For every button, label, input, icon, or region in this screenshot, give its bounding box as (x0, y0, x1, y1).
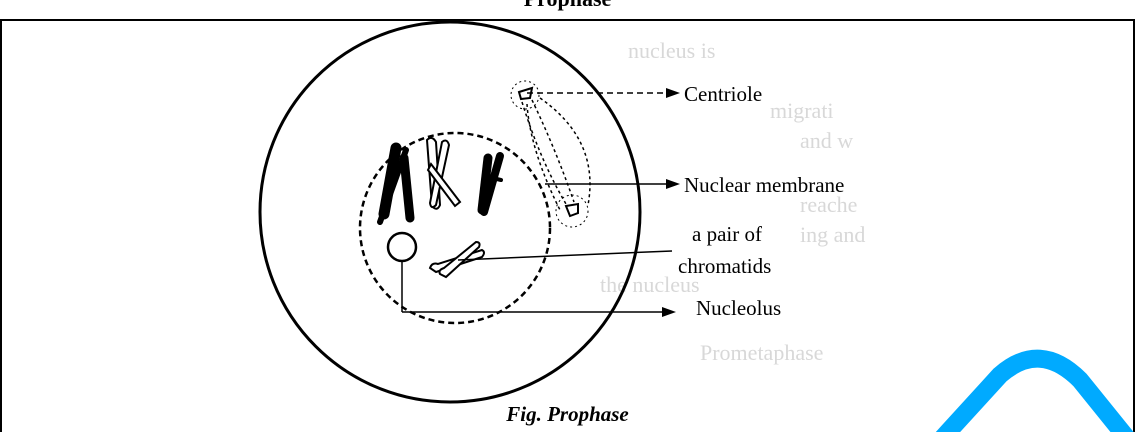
label-chromatids-line1: a pair of (692, 222, 762, 246)
label-chromatids-line2: chromatids (678, 254, 771, 278)
arrowhead-centriole (666, 88, 680, 98)
chromosome-outlined (427, 138, 460, 209)
spindle-fibre-4 (540, 98, 590, 205)
chromosome-dark-2 (482, 156, 501, 212)
chromosome-dark-1 (380, 148, 410, 222)
spindle-fibre-2 (532, 100, 574, 202)
figure-caption: Fig. Prophase (0, 402, 1135, 427)
label-nucleolus: Nucleolus (696, 296, 781, 320)
cell-membrane (260, 22, 640, 402)
centriole-bottom (556, 195, 588, 227)
arrowhead-nuclear-membrane (666, 179, 680, 189)
label-centriole: Centriole (684, 82, 762, 106)
label-nuclear-membrane: Nuclear membrane (684, 173, 844, 197)
nucleolus (388, 233, 416, 261)
pointer-chromatids (458, 251, 672, 260)
centriole-top (511, 81, 539, 109)
arrowhead-nucleolus (662, 307, 676, 317)
